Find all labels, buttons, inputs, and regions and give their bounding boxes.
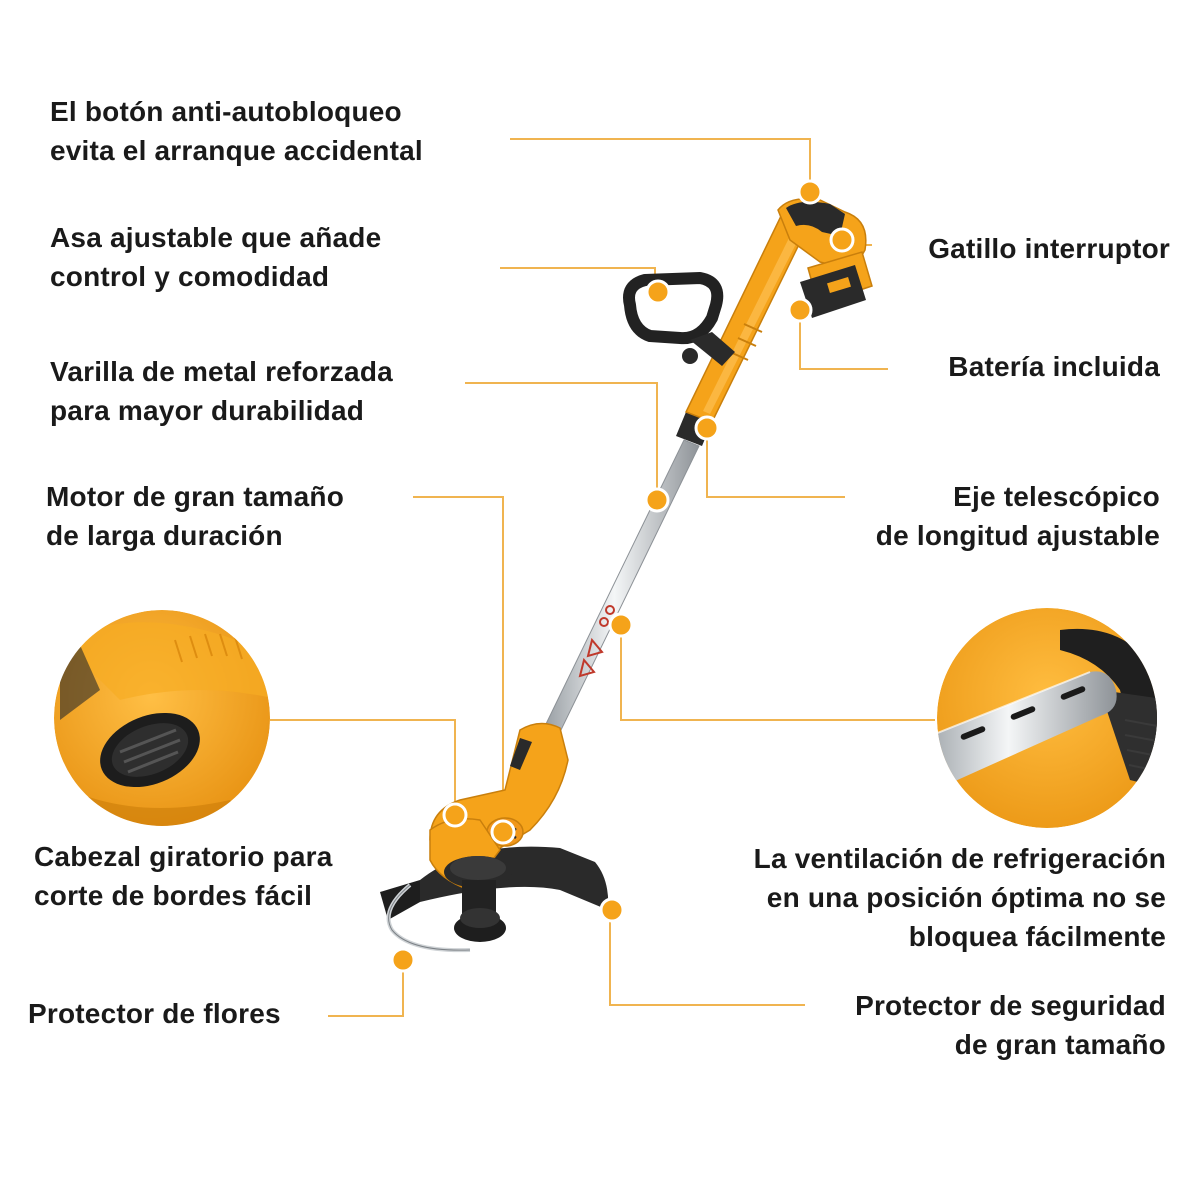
trigger-grip (786, 201, 845, 236)
label-safety-guard-line1: Protector de seguridad (855, 990, 1166, 1021)
callout-dots (390, 179, 855, 973)
label-rotating-head: Cabezal giratorio para corte de bordes f… (34, 837, 332, 915)
label-trigger: Gatillo interruptor (928, 229, 1170, 268)
label-ventilation-line2: en una posición óptima no se (766, 882, 1166, 913)
leader-telescopic (706, 428, 845, 498)
label-motor-line2: de larga duración (46, 520, 283, 551)
label-head-line2: corte de bordes fácil (34, 880, 313, 911)
label-safety-guard-line2: de gran tamaño (954, 1029, 1166, 1060)
leader-flower-guard (328, 957, 404, 1017)
dot-rotating-head (442, 802, 468, 828)
dot-battery (787, 297, 813, 323)
leader-rod (465, 382, 658, 497)
label-telescopic-shaft: Eje telescópico de longitud ajustable (876, 477, 1160, 555)
label-telescopic-line1: Eje telescópico (953, 481, 1160, 512)
zoom-ventilation (937, 608, 1157, 828)
label-ventilation-line1: La ventilación de refrigeración (753, 843, 1166, 874)
label-adjustable-handle: Asa ajustable que añade control y comodi… (50, 218, 381, 296)
label-trigger-line1: Gatillo interruptor (928, 233, 1170, 264)
leader-anti-lock (510, 138, 811, 188)
leader-ventilation (620, 625, 935, 721)
label-flower-guard: Protector de flores (28, 994, 281, 1033)
label-rod-line1: Varilla de metal reforzada (50, 356, 393, 387)
dot-anti-lock (797, 179, 823, 205)
zoom-rotating-head (54, 610, 270, 826)
dot-trigger (829, 227, 855, 253)
label-flower-guard-line1: Protector de flores (28, 998, 281, 1029)
label-ventilation-line3: bloquea fácilmente (908, 921, 1166, 952)
label-motor-line1: Motor de gran tamaño (46, 481, 345, 512)
leader-motor (413, 496, 504, 828)
label-telescopic-line2: de longitud ajustable (875, 520, 1160, 551)
label-handle-line2: control y comodidad (50, 261, 330, 292)
label-head-line1: Cabezal giratorio para (34, 841, 333, 872)
label-battery-line1: Batería incluida (948, 351, 1160, 382)
label-motor: Motor de gran tamaño de larga duración (46, 477, 344, 555)
leader-battery (799, 312, 888, 370)
handle-clamp (690, 332, 735, 366)
label-battery: Batería incluida (948, 347, 1160, 386)
label-safety-guard: Protector de seguridad de gran tamaño (855, 986, 1166, 1064)
auxiliary-handle (623, 272, 724, 345)
label-handle-line1: Asa ajustable que añade (50, 222, 382, 253)
label-ventilation: La ventilación de refrigeración en una p… (754, 839, 1166, 956)
battery-pack (800, 251, 873, 318)
dot-motor (490, 819, 516, 845)
leader-safety-guard (609, 910, 805, 1006)
leader-lines (270, 138, 935, 1017)
label-rod-line2: para mayor durabilidad (50, 395, 365, 426)
label-metal-rod: Varilla de metal reforzada para mayor du… (50, 352, 393, 430)
shaft-markings (578, 605, 615, 678)
trimmer-body (380, 198, 873, 953)
leader-rotating-head (270, 719, 456, 812)
dot-ventilation (608, 612, 634, 638)
label-anti-lock-button: El botón anti-autobloqueo evita el arran… (50, 92, 423, 170)
dot-flower-guard (390, 947, 416, 973)
dot-handle (645, 279, 671, 305)
dot-telescopic (694, 415, 720, 441)
label-anti-lock-line1: El botón anti-autobloqueo (50, 96, 402, 127)
dot-rod (644, 487, 670, 513)
label-anti-lock-line2: evita el arranque accidental (50, 135, 423, 166)
dot-safety-guard (599, 897, 625, 923)
